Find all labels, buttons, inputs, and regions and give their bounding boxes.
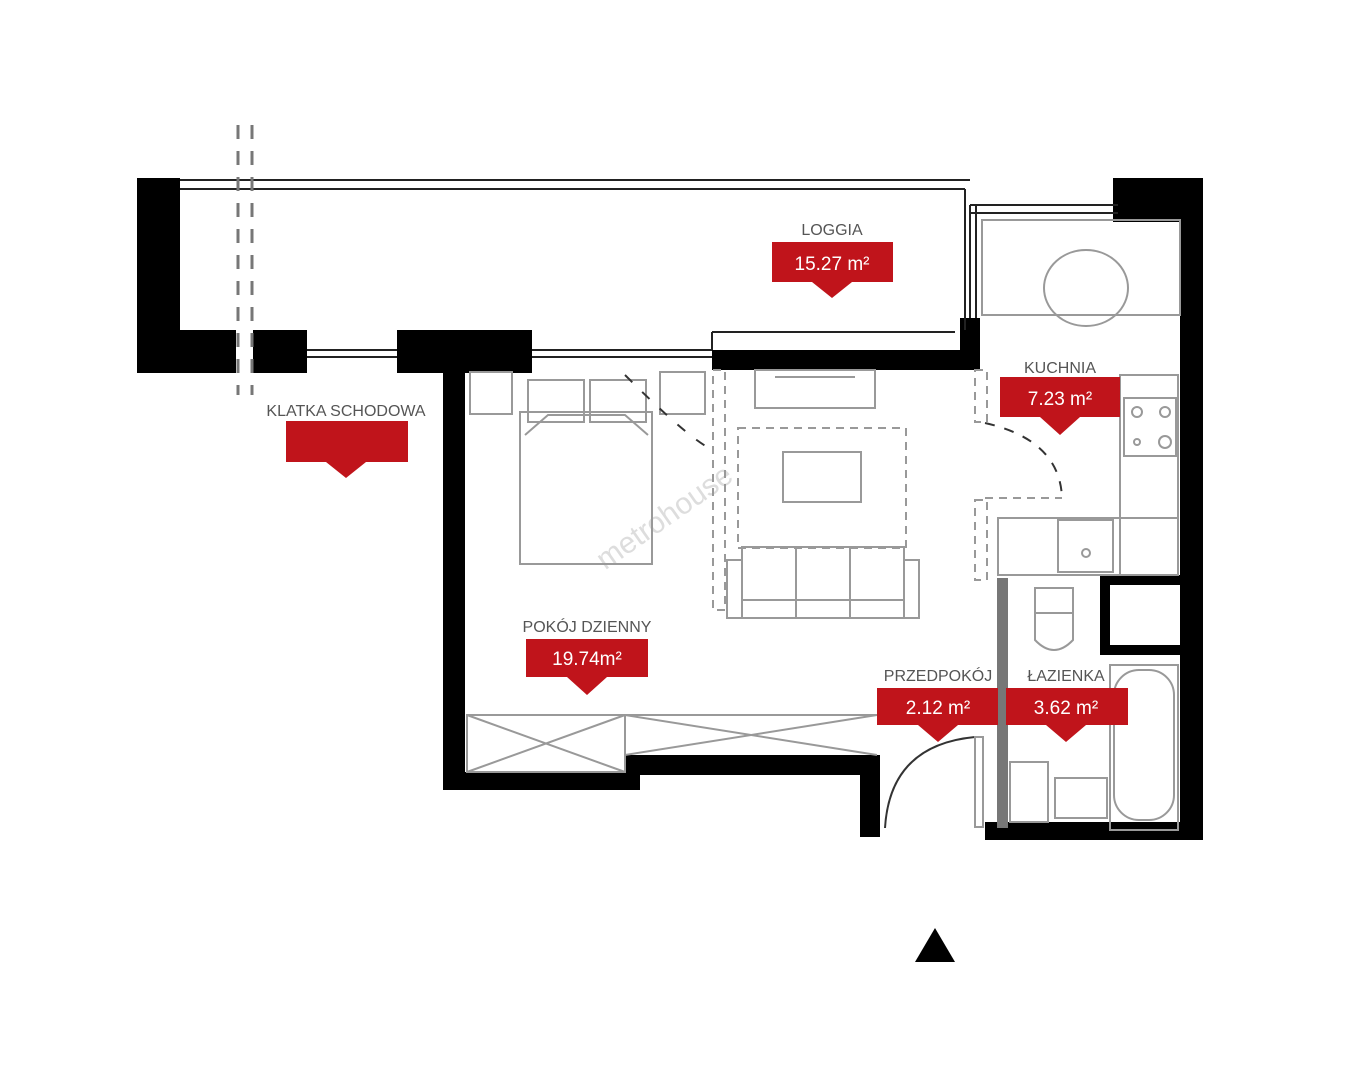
- room-name: PRZEDPOKÓJ: [884, 666, 992, 685]
- room-name: KLATKA SCHODOWA: [266, 403, 425, 420]
- furniture: [466, 219, 1181, 831]
- room-name: ŁAZIENKA: [1027, 668, 1105, 685]
- area-badge: [772, 242, 893, 298]
- room-area: 7.23 m²: [1028, 389, 1092, 410]
- area-badge: [1000, 377, 1120, 435]
- watermark: metrohouse: [590, 458, 739, 576]
- area-badge: [526, 639, 648, 695]
- north-arrow-icon: [915, 928, 955, 962]
- walls: [137, 178, 1203, 840]
- room-area: 3.62 m²: [1034, 698, 1098, 719]
- area-badge: [1006, 688, 1128, 742]
- area-badge: [286, 421, 408, 478]
- room-label-pokoj-dzienny: POKÓJ DZIENNY 19.74m²: [523, 617, 652, 695]
- room-label-loggia: LOGGIA 15.27 m²: [772, 222, 893, 298]
- room-area: 15.27 m²: [795, 254, 870, 275]
- room-area: 19.74m²: [552, 649, 622, 670]
- room-label-kuchnia: KUCHNIA 7.23 m²: [1000, 360, 1120, 435]
- room-label-klatka-schodowa: KLATKA SCHODOWA: [266, 403, 426, 478]
- room-label-lazienka: ŁAZIENKA 3.62 m²: [1006, 668, 1128, 742]
- room-name: KUCHNIA: [1024, 360, 1096, 377]
- room-name: LOGGIA: [801, 222, 863, 239]
- room-label-przedpokoj: PRZEDPOKÓJ 2.12 m²: [877, 666, 998, 742]
- room-name: POKÓJ DZIENNY: [523, 617, 652, 636]
- room-area: 2.12 m²: [906, 698, 970, 719]
- loggia-outline: [180, 125, 1118, 395]
- area-badge: [877, 688, 998, 742]
